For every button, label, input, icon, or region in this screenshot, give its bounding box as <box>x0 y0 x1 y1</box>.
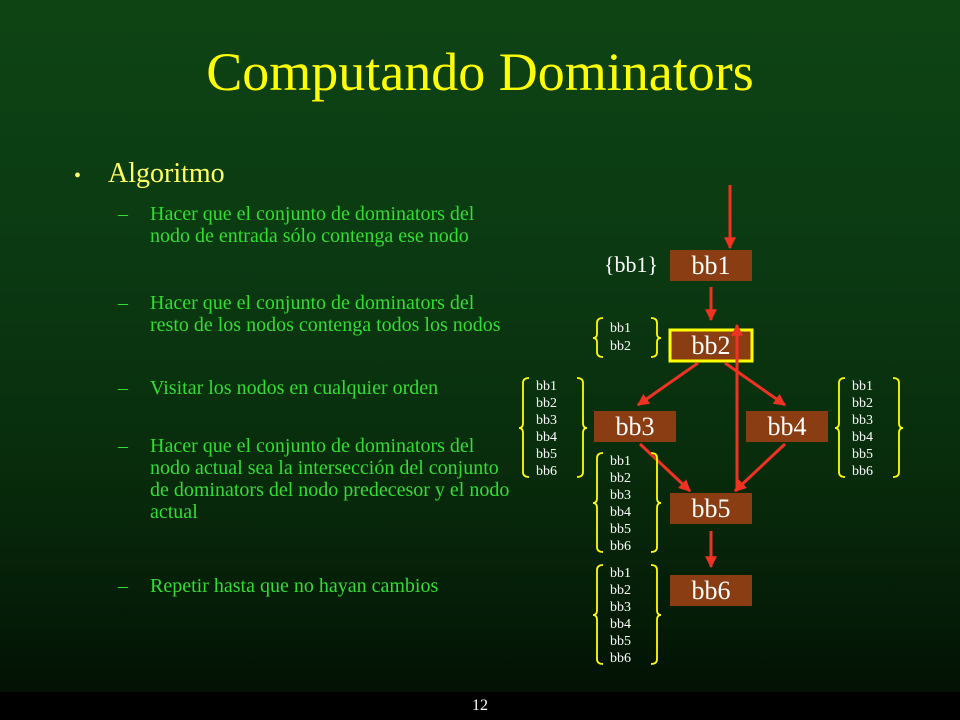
step-5-text: Repetir hasta que no hayan cambios <box>150 575 439 597</box>
set-bb6-item-3: bb3 <box>610 600 631 615</box>
step-dash: – <box>118 435 128 457</box>
step-dash: – <box>118 292 128 314</box>
set-bb6-item-5: bb5 <box>610 634 631 649</box>
brace-right <box>650 452 662 553</box>
bullet-label: Algoritmo <box>108 158 225 189</box>
set-bb4-item-4: bb4 <box>852 430 873 445</box>
node-bb6-label: bb6 <box>692 576 731 605</box>
node-bb6: bb6 <box>670 575 752 606</box>
step-4-text: Hacer que el conjunto de dominators del … <box>150 435 510 523</box>
set-bb2-item-2: bb2 <box>610 339 631 354</box>
step-2-text: Hacer que el conjunto de dominators del … <box>150 292 501 336</box>
set-bb6-item-6: bb6 <box>610 651 631 666</box>
set-bb5-item-1: bb1 <box>610 454 631 469</box>
set-bb6-item-1: bb1 <box>610 566 631 581</box>
set-bb2: bb1 bb2 <box>592 317 662 358</box>
set-bb3-item-6: bb6 <box>536 464 557 479</box>
step-1: – Hacer que el conjunto de dominators de… <box>118 203 518 247</box>
edge-bb4-bb5 <box>733 442 787 493</box>
set-bb3-item-3: bb3 <box>536 413 557 428</box>
set-bb3-item-5: bb5 <box>536 447 557 462</box>
step-dash: – <box>118 575 128 597</box>
set-bb6: bb1 bb2 bb3 bb4 bb5 bb6 <box>592 564 662 666</box>
step-3-text: Visitar los nodos en cualquier orden <box>150 377 439 399</box>
node-bb1-label: bb1 <box>692 251 731 280</box>
set-bb5-item-5: bb5 <box>610 522 631 537</box>
node-bb5: bb5 <box>670 493 752 524</box>
set-bb3-item-4: bb4 <box>536 430 557 445</box>
brace-right <box>650 564 662 665</box>
set-bb6-item-4: bb4 <box>610 617 631 632</box>
brace-left <box>592 564 604 665</box>
brace-left <box>834 377 846 478</box>
step-dash: – <box>118 203 128 225</box>
set-bb4-item-3: bb3 <box>852 413 873 428</box>
edge-bb2-bb4 <box>724 361 786 407</box>
set-bb5-item-4: bb4 <box>610 505 631 520</box>
brace-left <box>592 317 604 358</box>
set-bb5-item-3: bb3 <box>610 488 631 503</box>
page-footer: 12 <box>0 692 960 720</box>
set-bb3: bb1 bb2 bb3 bb4 bb5 bb6 <box>518 377 588 479</box>
step-dash: – <box>118 377 128 399</box>
set-bb5-item-6: bb6 <box>610 539 631 554</box>
edge-bb3-bb5 <box>638 442 692 493</box>
set-bb4-item-2: bb2 <box>852 396 873 411</box>
brace-right <box>892 377 904 478</box>
step-4: – Hacer que el conjunto de dominators de… <box>118 435 518 523</box>
bullet-dot: • <box>74 165 82 187</box>
node-bb3-label: bb3 <box>616 412 655 441</box>
flow-graph-diagram: bb1 bb2 bb3 bb4 bb5 bb6 <box>518 185 904 666</box>
page-number: 12 <box>472 697 488 714</box>
step-5: – Repetir hasta que no hayan cambios <box>118 575 518 597</box>
set-bb5-item-2: bb2 <box>610 471 631 486</box>
brace-right <box>576 377 588 478</box>
edge-bb2-bb3 <box>637 361 699 407</box>
set-bb4-item-6: bb6 <box>852 464 873 479</box>
node-bb2-label: bb2 <box>692 331 731 360</box>
brace-left <box>592 452 604 553</box>
set-bb1: {bb1} <box>604 252 658 277</box>
set-bb3-item-2: bb2 <box>536 396 557 411</box>
set-bb6-item-2: bb2 <box>610 583 631 598</box>
node-bb2: bb2 <box>668 328 754 363</box>
set-bb4-item-1: bb1 <box>852 379 873 394</box>
brace-left <box>518 377 530 478</box>
set-bb5: bb1 bb2 bb3 bb4 bb5 bb6 <box>592 452 662 554</box>
set-bb2-item-1: bb1 <box>610 321 631 336</box>
node-bb4: bb4 <box>746 411 828 442</box>
brace-right <box>650 317 662 358</box>
node-bb1: bb1 <box>670 250 752 281</box>
node-bb3: bb3 <box>594 411 676 442</box>
slide-title: Computando Dominators <box>206 42 754 102</box>
step-2: – Hacer que el conjunto de dominators de… <box>118 292 518 336</box>
step-3: – Visitar los nodos en cualquier orden <box>118 377 518 399</box>
node-bb4-label: bb4 <box>768 412 807 441</box>
node-bb5-label: bb5 <box>692 494 731 523</box>
set-bb3-item-1: bb1 <box>536 379 557 394</box>
set-bb4: bb1 bb2 bb3 bb4 bb5 bb6 <box>834 377 904 479</box>
step-1-text: Hacer que el conjunto de dominators del … <box>150 203 475 247</box>
set-bb4-item-5: bb5 <box>852 447 873 462</box>
